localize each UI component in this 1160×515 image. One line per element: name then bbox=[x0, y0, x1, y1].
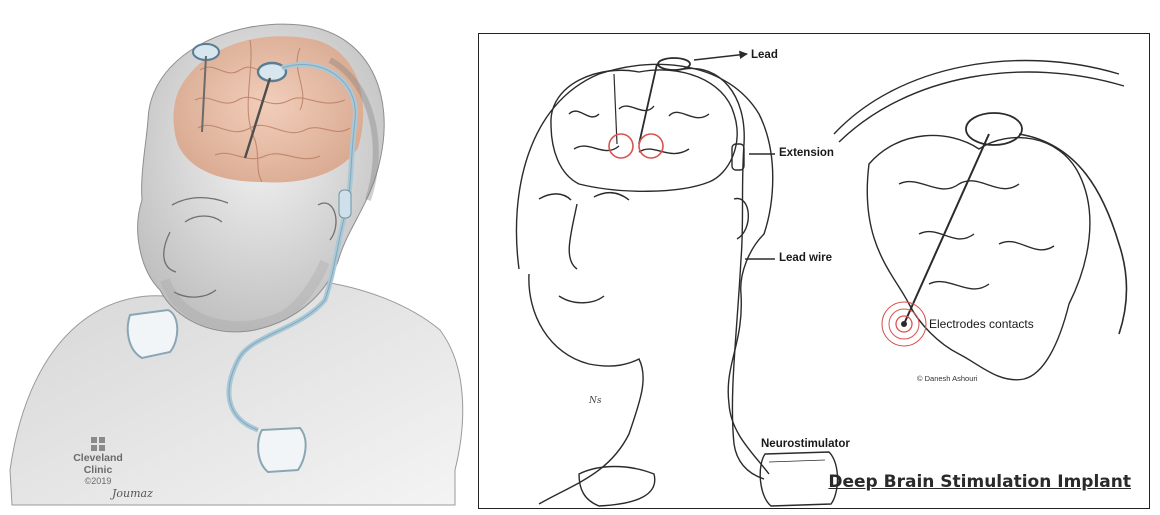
diagram-title: Deep Brain Stimulation Implant bbox=[828, 472, 1131, 492]
target-circle-right bbox=[639, 134, 663, 158]
eye-left bbox=[539, 194, 571, 200]
neurostimulator-upper bbox=[128, 310, 178, 358]
label-lead-wire: Lead wire bbox=[779, 252, 832, 264]
eye-right bbox=[594, 193, 629, 200]
arrow-lead bbox=[694, 54, 747, 60]
right-diagram-panel: Lead Extension Lead wire Neurostimulator… bbox=[478, 33, 1150, 509]
skull-arc bbox=[834, 61, 1119, 135]
logo-year: ©2019 bbox=[66, 477, 130, 487]
lead-wire bbox=[684, 68, 764, 479]
nose bbox=[569, 204, 577, 269]
neurostimulator-device bbox=[760, 452, 837, 506]
cleveland-clinic-logo: Cleveland Clinic ©2019 bbox=[66, 437, 130, 487]
neurostimulator-lower bbox=[258, 428, 306, 472]
left-illustration-panel: Cleveland Clinic ©2019 Joumaz bbox=[0, 0, 470, 515]
logo-name-line1: Cleveland bbox=[66, 453, 130, 465]
label-neurostimulator: Neurostimulator bbox=[761, 438, 850, 450]
logo-name-line2: Clinic bbox=[66, 465, 130, 477]
target-circle-left bbox=[609, 134, 633, 158]
deep-lead bbox=[904, 134, 989, 324]
copyright-notice: © Danesh Ashouri bbox=[917, 374, 978, 383]
mouth bbox=[559, 296, 604, 303]
cleveland-clinic-cross-icon bbox=[91, 437, 105, 451]
label-electrodes-contacts: Electrodes contacts bbox=[929, 317, 1034, 331]
label-lead: Lead bbox=[751, 49, 778, 61]
label-extension: Extension bbox=[779, 147, 834, 159]
brain-section bbox=[867, 135, 1090, 379]
head-outline bbox=[516, 64, 772, 474]
small-signature: Ns bbox=[589, 396, 602, 406]
brain-outline bbox=[551, 70, 737, 191]
ear bbox=[734, 199, 748, 239]
artist-signature: Joumaz bbox=[112, 487, 153, 500]
